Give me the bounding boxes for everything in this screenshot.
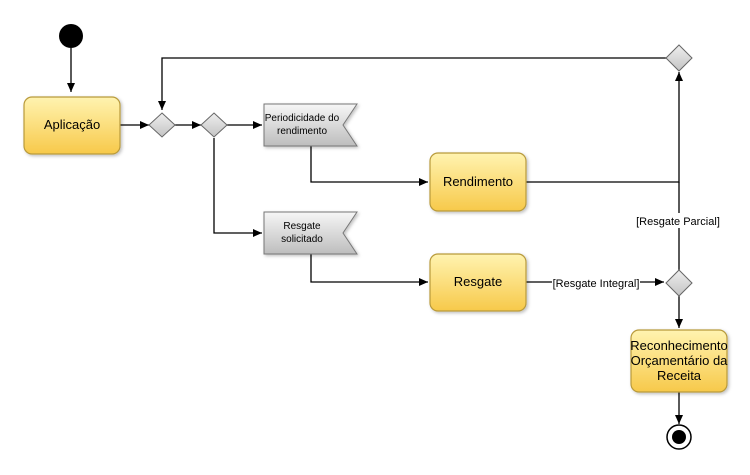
guard-parcial-bg bbox=[634, 213, 722, 228]
activity-reconhecimento-label-1: Reconhecimento bbox=[630, 338, 728, 353]
decision-diamond-loop bbox=[665, 44, 693, 72]
final-node bbox=[666, 424, 692, 450]
signal-resgate-solicitado[interactable]: Resgate solicitado bbox=[263, 211, 358, 255]
activity-reconhecimento-label-2: Orçamentário da bbox=[631, 353, 729, 368]
activity-rendimento-label: Rendimento bbox=[443, 174, 513, 189]
edge-loop-back-to-merge bbox=[158, 57, 667, 110]
merge-diamond bbox=[148, 112, 176, 138]
activity-resgate-label: Resgate bbox=[454, 274, 502, 289]
activity-rendimento[interactable]: Rendimento bbox=[429, 152, 527, 212]
signal-resgate-solicitado-label-1: Resgate bbox=[283, 221, 321, 232]
guard-resgate-parcial: [Resgate Parcial] bbox=[636, 216, 720, 228]
activity-reconhecimento-label-3: Receita bbox=[657, 368, 702, 383]
decision-diamond-resgate bbox=[665, 269, 693, 297]
signal-resgate-solicitado-label-2: solicitado bbox=[281, 234, 323, 245]
signal-periodicidade-label-1: Periodicidade do bbox=[265, 113, 340, 124]
guard-integral-bg bbox=[552, 276, 640, 291]
activity-resgate[interactable]: Resgate bbox=[429, 253, 527, 312]
initial-node bbox=[59, 24, 83, 48]
signal-periodicidade-label-2: rendimento bbox=[277, 126, 327, 137]
edges bbox=[67, 48, 683, 424]
decision-diamond-event bbox=[200, 112, 228, 138]
guard-resgate-integral: [Resgate Integral] bbox=[553, 278, 640, 290]
signal-periodicidade[interactable]: Periodicidade do rendimento bbox=[263, 103, 358, 147]
activity-aplicacao-label: Aplicação bbox=[44, 117, 100, 132]
edge-decision-to-resgate-solicitado bbox=[213, 138, 262, 237]
activity-aplicacao[interactable]: Aplicação bbox=[23, 96, 121, 155]
activity-reconhecimento[interactable]: Reconhecimento Orçamentário da Receita bbox=[630, 329, 729, 393]
edge-rendimento-to-loop-decision bbox=[526, 72, 683, 183]
edge-periodicidade-to-rendimento bbox=[310, 146, 428, 186]
edge-resgate-solicitado-to-resgate bbox=[310, 254, 428, 286]
